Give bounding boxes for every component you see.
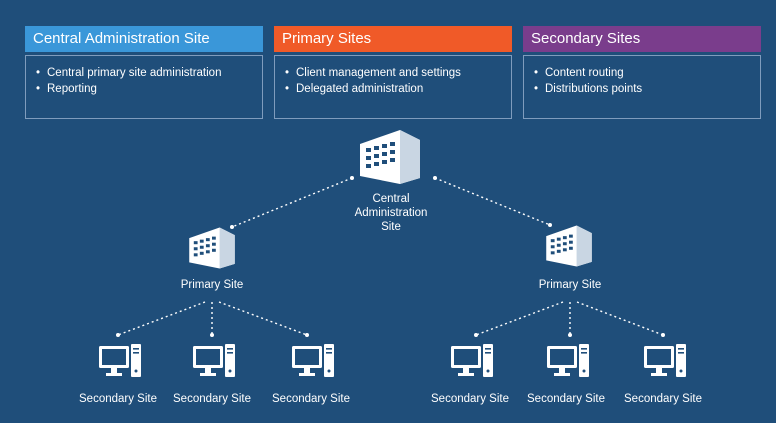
secondary-site-label: Secondary Site	[527, 393, 605, 405]
legend-item: Reporting	[36, 81, 262, 97]
computer-icon	[451, 344, 493, 377]
connector-dot	[661, 333, 665, 337]
connector-dot	[568, 333, 572, 337]
computer-icon	[99, 344, 141, 377]
connector-central-to-primary-left	[231, 177, 353, 228]
secondary-site-label: Secondary Site	[624, 393, 702, 405]
connector-dot	[210, 333, 214, 337]
legend-item: Distributions points	[534, 81, 760, 97]
legend-item: Delegated administration	[285, 81, 511, 97]
computer-icon	[547, 344, 589, 377]
connector-primary-left-to-secondary-3	[218, 301, 308, 336]
legend-secondary-title: Secondary Sites	[523, 26, 761, 52]
connector-dot	[350, 176, 354, 180]
legend-item: Content routing	[534, 65, 760, 81]
secondary-site-label: Secondary Site	[272, 393, 350, 405]
computer-icon	[193, 344, 235, 377]
legend-secondary: Secondary Sites Content routing Distribu…	[523, 26, 761, 119]
computer-icon	[292, 344, 334, 377]
building-icon	[360, 130, 420, 184]
building-icon	[546, 225, 592, 267]
central-label-line: Administration	[354, 207, 428, 219]
connector-dot	[433, 176, 437, 180]
legend-item: Client management and settings	[285, 65, 511, 81]
legend-item: Central primary site administration	[36, 65, 262, 81]
primary-site-label: Primary Site	[180, 279, 244, 291]
legend-central-admin-box: Central primary site administration Repo…	[25, 55, 263, 119]
secondary-site-label: Secondary Site	[431, 393, 509, 405]
central-label-line: Site	[381, 221, 401, 233]
connector-dot	[230, 225, 234, 229]
connector-dot	[116, 333, 120, 337]
central-site-label: Central Administration Site	[336, 192, 446, 234]
connector-primary-right-to-secondary-4	[475, 301, 564, 336]
connector-central-to-primary-right	[434, 177, 551, 226]
connector-dot	[305, 333, 309, 337]
legend-central-admin: Central Administration Site Central prim…	[25, 26, 263, 119]
central-label-line: Central	[372, 193, 410, 205]
computer-icon	[644, 344, 686, 377]
primary-site-label: Primary Site	[538, 279, 602, 291]
legend-primary-box: Client management and settings Delegated…	[274, 55, 512, 119]
secondary-site-label: Secondary Site	[173, 393, 251, 405]
connector-dot	[548, 223, 552, 227]
connector-primary-right-to-secondary-6	[576, 301, 664, 336]
legend-secondary-box: Content routing Distributions points	[523, 55, 761, 119]
legend-central-admin-title: Central Administration Site	[25, 26, 263, 52]
connector-primary-left-to-secondary-1	[117, 301, 206, 336]
legend-primary: Primary Sites Client management and sett…	[274, 26, 512, 119]
connector-dot	[474, 333, 478, 337]
building-icon	[189, 227, 235, 269]
secondary-site-label: Secondary Site	[79, 393, 157, 405]
legend-primary-title: Primary Sites	[274, 26, 512, 52]
